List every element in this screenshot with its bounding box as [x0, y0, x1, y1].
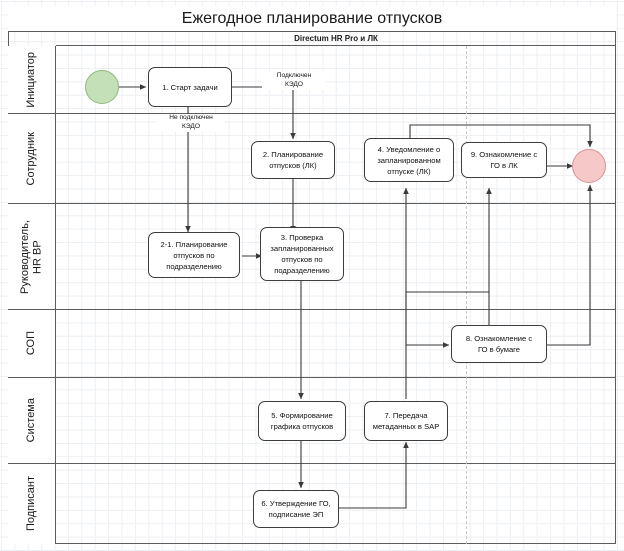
lane-label-manager: Руководитель, HR BP: [8, 204, 56, 309]
lane-title-signer: Подписант: [25, 476, 38, 532]
lane-label-employee: Сотрудник: [8, 114, 56, 203]
edge-label-kedo-not-connected: Не подключен КЭДО: [157, 114, 225, 132]
start-event[interactable]: [85, 70, 119, 104]
task-6-approve-sign[interactable]: 6. Утверждение ГО, подписание ЭП: [253, 490, 339, 528]
end-event[interactable]: [572, 149, 606, 183]
lane-system: Система: [8, 378, 616, 464]
lane-title-system: Система: [25, 398, 38, 443]
task-3-check-planned[interactable]: 3. Проверка запланированных отпусков по …: [260, 227, 344, 281]
task-4-notification-lk[interactable]: 4. Уведомление о запланированном отпуске…: [364, 138, 454, 182]
task-2-1-planning-department[interactable]: 2-1. Планирование отпусков по подразделе…: [148, 232, 240, 278]
lane-sop: СОП: [8, 310, 616, 378]
lane-title-manager: Руководитель, HR BP: [18, 219, 44, 294]
task-1-start[interactable]: 1. Старт задачи: [148, 67, 232, 107]
task-7-transfer-metadata-sap[interactable]: 7. Передача метаданных в SAP: [364, 401, 448, 441]
lane-title-employee: Сотрудник: [25, 131, 38, 186]
task-5-form-schedule[interactable]: 5. Формирование графика отпусков: [258, 401, 346, 441]
lane-label-sop: СОП: [8, 310, 56, 377]
task-8-acquaint-paper[interactable]: 8. Ознакомление с ГО в бумаге: [451, 325, 547, 363]
lane-initiator: Инициатор: [8, 46, 616, 114]
lane-label-system: Система: [8, 378, 56, 463]
subpool-header: Directum HR Pro и ЛК: [56, 32, 616, 46]
lane-employee: Сотрудник: [8, 114, 616, 204]
lane-signer: Подписант: [8, 464, 616, 544]
task-9-acquaint-lk[interactable]: 9. Ознакомление с ГО в ЛК: [461, 142, 547, 178]
diagram-title: Ежегодное планирование отпусков: [8, 6, 616, 32]
lane-label-initiator: Инициатор: [8, 46, 56, 113]
lane-manager: Руководитель, HR BP: [8, 204, 616, 310]
lane-label-signer: Подписант: [8, 464, 56, 544]
lane-title-initiator: Инициатор: [25, 51, 38, 108]
lane-title-sop: СОП: [25, 331, 38, 356]
edge-label-kedo-connected: Подключен КЭДО: [262, 72, 326, 90]
task-2-planning-lk[interactable]: 2. Планирование отпусков (ЛК): [251, 141, 335, 179]
